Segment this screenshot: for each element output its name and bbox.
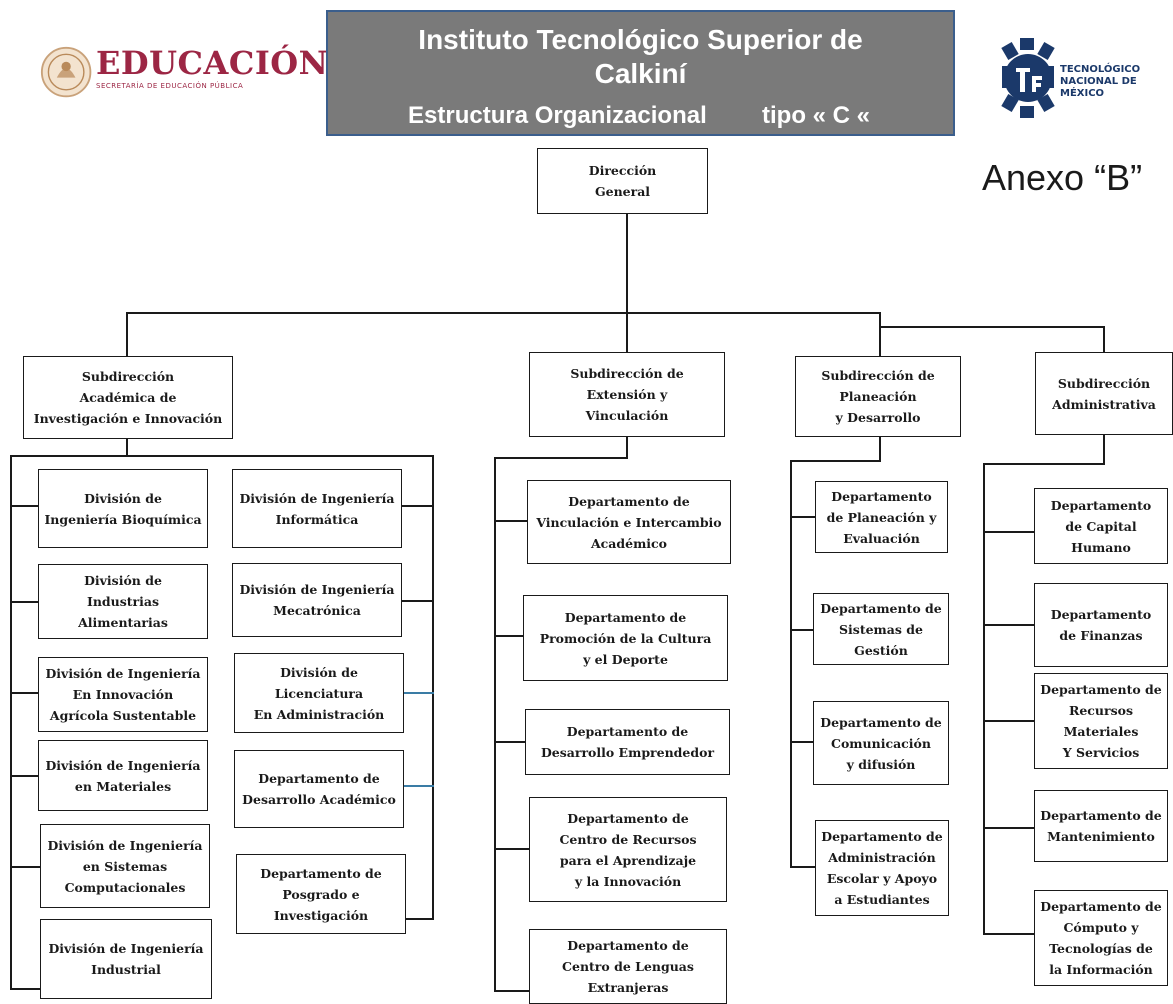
node-label: Departamento de Comunicación y difusión xyxy=(820,714,942,772)
node-depto-comunicacion: Departamento de Comunicación y difusión xyxy=(813,701,949,785)
sep-logo-text: EDUCACIÓN xyxy=(96,44,329,82)
node-division-mecatronica: División de Ingeniería Mecatrónica xyxy=(232,563,402,637)
node-label: Departamento de Recursos Materiales Y Se… xyxy=(1040,682,1162,760)
node-depto-recursos-materiales: Departamento de Recursos Materiales Y Se… xyxy=(1034,673,1168,769)
node-subdireccion-administrativa: Subdirección Administrativa xyxy=(1035,352,1173,435)
node-division-bioquimica: División de Ingeniería Bioquímica xyxy=(38,469,208,548)
node-subdireccion-planeacion: Subdirección de Planeación y Desarrollo xyxy=(795,356,961,437)
tecnm-text-line1: TECNOLÓGICO xyxy=(1060,64,1141,75)
node-depto-computo: Departamento de Cómputo y Tecnologías de… xyxy=(1034,890,1168,986)
node-label: Departamento de Sistemas de Gestión xyxy=(820,600,942,658)
sep-seal-icon xyxy=(40,46,92,98)
node-depto-cultura-deporte: Departamento de Promoción de la Cultura … xyxy=(523,595,728,681)
node-label: Departamento de Promoción de la Cultura … xyxy=(539,609,712,667)
node-label: División de Ingeniería Mecatrónica xyxy=(239,582,395,618)
node-label: Departamento de Posgrado e Investigación xyxy=(260,865,382,923)
node-depto-escolares: Departamento de Administración Escolar y… xyxy=(815,820,949,916)
node-division-industrial: División de Ingeniería Industrial xyxy=(40,919,212,999)
title-line1: Instituto Tecnológico Superior de xyxy=(418,24,863,55)
node-division-sistemas: División de Ingeniería en Sistemas Compu… xyxy=(40,824,210,908)
node-depto-desarrollo-academico: Departamento de Desarrollo Académico xyxy=(234,750,404,828)
node-subdireccion-academica: Subdirección Académica de Investigación … xyxy=(23,356,233,439)
node-division-alimentarias: División de Industrias Alimentarias xyxy=(38,564,208,639)
node-label: Departamento de Centro de Lenguas Extran… xyxy=(562,938,694,995)
title-banner: Instituto Tecnológico Superior de Calkin… xyxy=(326,10,955,136)
node-division-materiales: División de Ingeniería en Materiales xyxy=(38,740,208,811)
node-depto-recursos-aprendizaje: Departamento de Centro de Recursos para … xyxy=(529,797,727,902)
tecnm-logo-text: TECNOLÓGICO NACIONAL DE MÉXICO xyxy=(1060,64,1173,100)
node-depto-finanzas: Departamento de Finanzas xyxy=(1034,583,1168,667)
node-depto-planeacion: Departamento de Planeación y Evaluación xyxy=(815,481,948,553)
node-label: Subdirección Administrativa xyxy=(1052,375,1156,412)
node-depto-sistemas-gestion: Departamento de Sistemas de Gestión xyxy=(813,593,949,665)
subtitle: Estructura Organizacional xyxy=(408,102,707,129)
node-depto-posgrado: Departamento de Posgrado e Investigación xyxy=(236,854,406,934)
node-label: Subdirección de Planeación y Desarrollo xyxy=(821,368,935,425)
node-label: División de Industrias Alimentarias xyxy=(78,573,168,630)
title-line2: Calkiní xyxy=(594,58,687,89)
node-label: División de Ingeniería en Materiales xyxy=(45,757,201,794)
node-label: Departamento de Vinculación e Intercambi… xyxy=(536,493,722,551)
node-depto-lenguas: Departamento de Centro de Lenguas Extran… xyxy=(529,929,727,1004)
annex-label: Anexo “B” xyxy=(982,157,1143,198)
node-label: Subdirección de Extensión y Vinculación xyxy=(570,366,684,423)
node-label: División de Ingeniería en Sistemas Compu… xyxy=(47,837,203,895)
node-label: Departamento de Finanzas xyxy=(1050,607,1152,643)
node-depto-mantenimiento: Departamento de Mantenimiento xyxy=(1034,790,1168,862)
node-division-administracion: División de Licenciatura En Administraci… xyxy=(234,653,404,733)
node-label: División de Ingeniería Industrial xyxy=(48,941,204,977)
node-label: Departamento de Mantenimiento xyxy=(1040,808,1162,844)
tecnm-text-line2: NACIONAL DE MÉXICO xyxy=(1060,76,1137,99)
tecnm-gear-icon xyxy=(1001,38,1055,118)
node-label: Departamento de Desarrollo Académico xyxy=(242,771,396,807)
node-label: División de Ingeniería Informática xyxy=(239,490,395,527)
node-label: Departamento de Planeación y Evaluación xyxy=(826,488,937,546)
structure-type: tipo « C « xyxy=(762,102,871,129)
node-depto-capital-humano: Departamento de Capital Humano xyxy=(1034,488,1168,564)
node-depto-vinculacion: Departamento de Vinculación e Intercambi… xyxy=(527,480,731,564)
sep-logo-subtext: SECRETARÍA DE EDUCACIÓN PÚBLICA xyxy=(96,82,244,90)
node-label: Subdirección Académica de Investigación … xyxy=(33,369,223,426)
node-label: Departamento de Cómputo y Tecnologías de… xyxy=(1040,899,1162,977)
node-depto-emprendedor: Departamento de Desarrollo Emprendedor xyxy=(525,709,730,775)
node-direccion-general: Dirección General xyxy=(537,148,708,214)
node-label: Departamento de Centro de Recursos para … xyxy=(559,810,697,889)
node-label: División de Ingeniería Bioquímica xyxy=(44,490,202,527)
node-division-agricola: División de Ingeniería En Innovación Agr… xyxy=(38,657,208,732)
node-label: Departamento de Administración Escolar y… xyxy=(821,829,943,907)
node-subdireccion-extension: Subdirección de Extensión y Vinculación xyxy=(529,352,725,437)
node-label: División de Licenciatura En Administraci… xyxy=(253,664,385,722)
node-label: Departamento de Desarrollo Emprendedor xyxy=(540,724,715,760)
node-label: División de Ingeniería En Innovación Agr… xyxy=(45,666,201,723)
node-label: Dirección General xyxy=(588,163,657,199)
node-label: Departamento de Capital Humano xyxy=(1050,497,1152,555)
node-division-informatica: División de Ingeniería Informática xyxy=(232,469,402,548)
